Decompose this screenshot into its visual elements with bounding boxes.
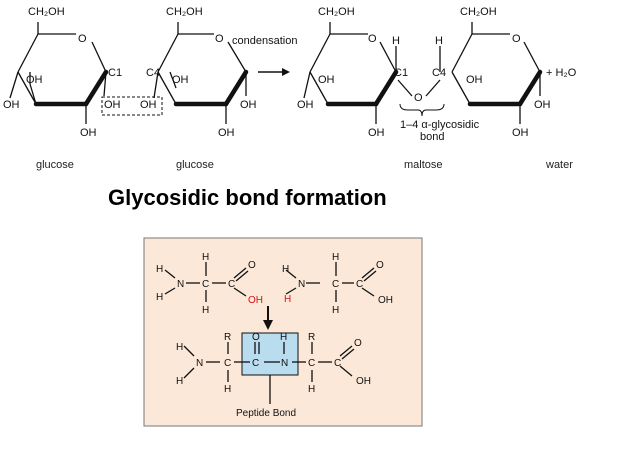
reaction-arrow: [258, 68, 290, 76]
hydrogen-label: H: [156, 292, 163, 303]
glycosidic-bond-label: 1–4 α-glycosidic: [400, 119, 480, 131]
maltose-ring-2: [439, 22, 543, 124]
peptide-bond-highlight: [241, 332, 299, 376]
carbon-1-label: C1: [394, 67, 408, 79]
ch2oh-label: CH₂OH: [460, 6, 497, 18]
bridge-oxygen-label: O: [414, 92, 423, 104]
carbon-label: C: [332, 279, 339, 290]
oxygen-label: O: [376, 260, 384, 271]
carbon-label: C: [308, 358, 315, 369]
hydrogen-label: H: [435, 35, 443, 47]
hydroxyl-label: OH: [368, 127, 385, 139]
hydroxyl-label: OH: [26, 74, 43, 86]
hydroxyl-label: OH: [172, 74, 189, 86]
caption-maltose: maltose: [404, 159, 443, 171]
hydrogen-label: H: [282, 264, 289, 275]
ch2oh-label: CH₂OH: [318, 6, 355, 18]
carbon-label: C: [202, 279, 209, 290]
peptide-panel: [143, 237, 423, 427]
hydrogen-label: H: [332, 305, 339, 316]
hydroxyl-label: OH: [297, 99, 314, 111]
oxygen-label: O: [252, 332, 260, 343]
condensation-label: condensation: [232, 35, 297, 47]
hydrogen-label: H: [202, 252, 209, 263]
ring-oxygen-label: O: [78, 33, 87, 45]
caption-glucose: glucose: [176, 159, 214, 171]
hydrogen-label: H: [224, 384, 231, 395]
caption-glucose: glucose: [36, 159, 74, 171]
reactive-hydroxyl-label: OH: [248, 295, 263, 306]
ch2oh-label: CH₂OH: [166, 6, 203, 18]
ring-oxygen-label: O: [512, 33, 521, 45]
hydrogen-label: H: [392, 35, 400, 47]
hydroxyl-label: OH: [318, 74, 335, 86]
nitrogen-label: N: [177, 279, 184, 290]
hydroxyl-label: OH: [3, 99, 20, 111]
carbon-label: C: [228, 279, 235, 290]
hydrogen-label: H: [156, 264, 163, 275]
nitrogen-label: N: [281, 358, 288, 369]
nitrogen-label: N: [298, 279, 305, 290]
hydroxyl-label: OH: [240, 99, 257, 111]
caption-water: water: [545, 159, 573, 171]
hydrogen-label: H: [332, 252, 339, 263]
hydrogen-label: H: [308, 384, 315, 395]
glucose-1-ring: [9, 22, 109, 124]
hydrogen-label: H: [202, 305, 209, 316]
down-arrow-icon: [263, 306, 273, 330]
reactive-hydrogen-label: H: [284, 294, 291, 305]
amino-acid-1: [164, 262, 249, 302]
hydrogen-label: H: [280, 332, 287, 343]
ring-oxygen-label: O: [215, 33, 224, 45]
hydroxyl-label: OH: [356, 376, 371, 387]
carbon-4-label: C4: [432, 67, 446, 79]
carbon-label: C: [224, 358, 231, 369]
hydroxyl-label: OH: [378, 295, 393, 306]
oxygen-label: O: [248, 260, 256, 271]
hydroxyl-label: OH: [512, 127, 529, 139]
carbon-4-label: C4: [146, 67, 160, 79]
carbon-label: C: [252, 358, 259, 369]
ring-oxygen-label: O: [368, 33, 377, 45]
glycosidic-bond-label: bond: [420, 131, 444, 143]
hydrogen-label: H: [176, 342, 183, 353]
ch2oh-label: CH₂OH: [28, 6, 65, 18]
glucose-2-ring: [153, 22, 249, 124]
hydroxyl-label: OH: [466, 74, 483, 86]
glycosidic-linkage: [397, 79, 445, 117]
amino-acid-2: [285, 262, 377, 302]
page-title: Glycosidic bond formation: [108, 185, 387, 210]
reactive-hydroxyl-label: OH: [140, 99, 157, 111]
nitrogen-label: N: [196, 358, 203, 369]
carbon-1-label: C1: [108, 67, 122, 79]
hydrogen-label: H: [176, 376, 183, 387]
carbon-label: C: [334, 358, 341, 369]
reaction-site-box: [101, 96, 163, 116]
hydroxyl-label: OH: [534, 99, 551, 111]
carbon-label: C: [356, 279, 363, 290]
dipeptide: [183, 342, 355, 404]
hydroxyl-label: OH: [218, 127, 235, 139]
hydroxyl-label: OH: [80, 127, 97, 139]
oxygen-label: O: [354, 338, 362, 349]
side-chain-label: R: [224, 332, 231, 343]
water-product-label: + H₂O: [546, 67, 577, 79]
maltose-ring-1: [303, 22, 399, 124]
peptide-bond-label: Peptide Bond: [236, 408, 296, 419]
reactive-hydroxyl-label: OH: [104, 99, 121, 111]
side-chain-label: R: [308, 332, 315, 343]
